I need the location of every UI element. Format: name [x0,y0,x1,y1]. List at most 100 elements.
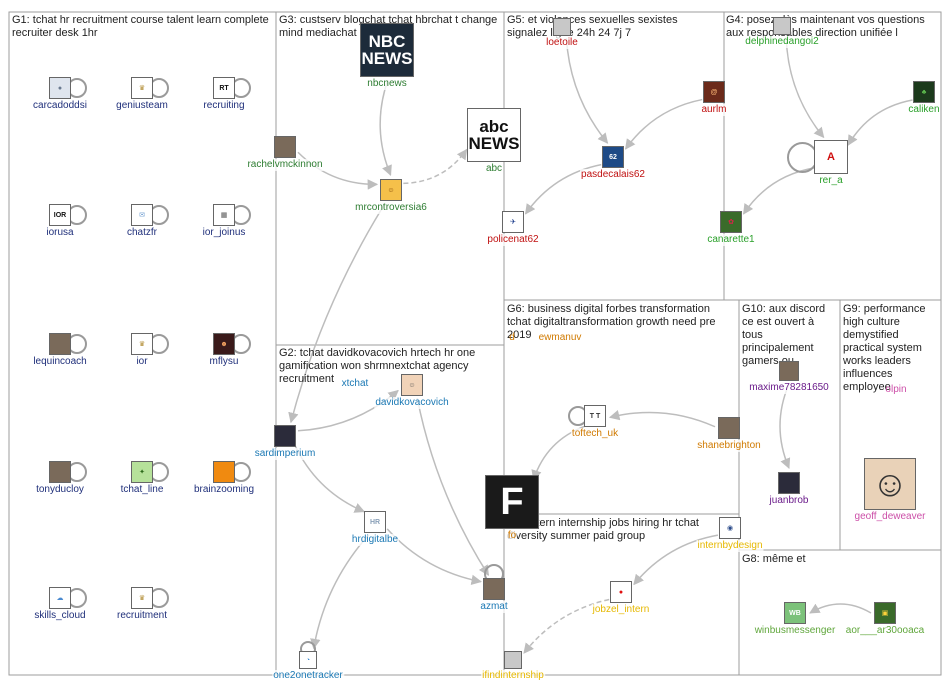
node-label[interactable]: loetoile [545,37,579,49]
node-label[interactable]: hrdigitalbe [350,534,400,546]
edge-aurlm-pasdecalais62 [625,98,703,150]
crown-logo-icon[interactable]: ♛ [131,587,153,609]
edge-mrcontroversia6-sardimperium [288,202,387,424]
node-label[interactable]: aurlm [700,104,728,116]
node-label[interactable]: rer_a [818,175,844,187]
node-label[interactable]: ior_joinus [201,227,247,239]
person-photo-icon[interactable] [49,461,71,483]
node-label[interactable]: policenat62 [486,234,540,246]
62-logo-icon[interactable]: 62 [602,146,624,168]
cloud-logo-icon[interactable]: ☁ [49,587,71,609]
tracker-logo-icon[interactable]: ◔ [299,651,317,669]
orange-square-icon[interactable] [213,461,235,483]
node-label[interactable]: aor___ar30ooaca [844,625,926,637]
node-label[interactable]: juanbrob [768,495,810,507]
node-label[interactable]: nbcnews [366,78,408,90]
circles-logo-icon[interactable]: ◉ [719,517,741,539]
building-logo-icon[interactable]: ▦ [213,204,235,226]
hr-logo-icon[interactable]: HR [364,511,386,533]
node-label[interactable]: delphinedangoi2 [744,36,820,48]
chat-logo-icon[interactable]: ✉ [131,204,153,226]
abc-news-logo-icon[interactable]: abc NEWS [467,108,521,162]
node-label[interactable]: jobzel_intern [591,604,651,616]
dark-figure-icon[interactable] [778,472,800,494]
group-title-g9: G9: performance high culture demystified… [843,303,926,393]
edge-nbcnews-mrcontroversia6 [379,79,392,176]
node-label[interactable]: recruitment [115,610,169,622]
node-label[interactable]: winbusmessenger [753,625,837,637]
node-label[interactable]: geoff_deweaver [853,511,927,523]
node-label[interactable]: geniusteam [115,100,169,112]
node-label[interactable]: mflysu [208,356,240,368]
edge-mrcontroversia6-abc [403,148,468,185]
plant-icon[interactable]: ♣ [913,81,935,103]
edge-pasdecalais62-policenat62 [524,163,602,215]
node-label[interactable]: tchat_line [119,484,165,496]
spiral-icon[interactable]: @ [703,81,725,103]
node-label[interactable]: lequincoach [32,356,88,368]
partial-node-label: olpin [885,384,907,395]
dark-figure-icon[interactable] [274,425,296,447]
node-label[interactable]: sardimperium [253,448,317,460]
rt-logo-icon[interactable]: RT [213,77,235,99]
baby-photo-icon[interactable]: ☺ [401,374,423,396]
node-label[interactable]: pasdecalais62 [580,169,646,181]
smiling-person-icon[interactable]: ☺ [864,458,916,510]
node-label[interactable]: toftech_uk [570,428,620,440]
cartoon-icon[interactable]: ☻ [213,333,235,355]
node-label[interactable]: maxime78281650 [748,382,830,394]
node-label[interactable]: skills_cloud [33,610,87,622]
map-pin-logo-icon[interactable]: ● [610,581,632,603]
graph-frame [8,11,942,676]
cartoon-face-icon[interactable]: ☺ [380,179,402,201]
photo-icon[interactable] [553,18,571,36]
node-label[interactable]: shanebrighton [696,440,762,452]
person-photo-icon[interactable] [483,578,505,600]
ior-logo-icon[interactable]: IOR [49,204,71,226]
node-label[interactable]: canarette1 [706,234,756,246]
node-label[interactable]: tonyducloy [35,484,85,496]
node-label[interactable]: ifindinternship [481,670,545,682]
person-photo-icon[interactable] [779,361,799,381]
node-label[interactable]: fo [506,530,518,542]
runner-icon[interactable]: ✦ [131,461,153,483]
partial-node-label: d [509,332,515,343]
crown-logo-icon[interactable]: ♛ [131,333,153,355]
flower-icon[interactable]: ✿ [720,211,742,233]
group-title-g5: G5: et violences sexuelles sexistes sign… [507,14,678,39]
forbes-f-logo-icon[interactable]: F [485,475,539,529]
edge-rer_a-canarette1 [742,167,815,215]
node-label[interactable]: brainzooming [192,484,256,496]
group-title-g8: G8: même et [742,553,806,565]
node-label[interactable]: chatzfr [125,227,159,239]
edge-internbydesign-jobzel_intern [633,534,719,586]
police-logo-icon[interactable]: ✈ [502,211,524,233]
edge-shanebrighton-toftech_uk [608,409,716,428]
node-label[interactable]: abc [484,163,504,175]
crown-logo-icon[interactable]: ♛ [131,77,153,99]
node-label[interactable]: one2onetracker [272,670,344,682]
photo-icon[interactable] [773,17,791,35]
tt-logo-icon[interactable]: T T [584,405,606,427]
person-photo-icon[interactable] [718,417,740,439]
person-photo-icon[interactable] [274,136,296,158]
node-label[interactable]: davidkovacovich [374,397,450,409]
node-label[interactable]: internbydesign [696,540,764,552]
node-label[interactable]: azmat [479,601,509,613]
edge-loetoile-pasdecalais62 [565,38,609,144]
edge-hrdigitalbe-one2onetracker [310,534,370,650]
photo-icon[interactable] [504,651,522,669]
node-label[interactable]: ior [135,356,149,368]
person-photo-icon[interactable] [49,333,71,355]
node-label[interactable]: rachelvmckinnon [246,159,324,171]
person-icon[interactable]: ● [49,77,71,99]
node-label[interactable]: carcadoddsi [32,100,88,112]
pixel-art-icon[interactable]: ▣ [874,602,896,624]
wb-logo-icon[interactable]: WB [784,602,806,624]
node-label[interactable]: mrcontroversia6 [354,202,428,214]
node-label[interactable]: recruiting [202,100,246,112]
node-label[interactable]: caliken [907,104,941,116]
rer-a-logo-icon[interactable]: A [814,140,848,174]
nbc-news-logo-icon[interactable]: NBC NEWS [360,23,414,77]
node-label[interactable]: iorusa [45,227,75,239]
